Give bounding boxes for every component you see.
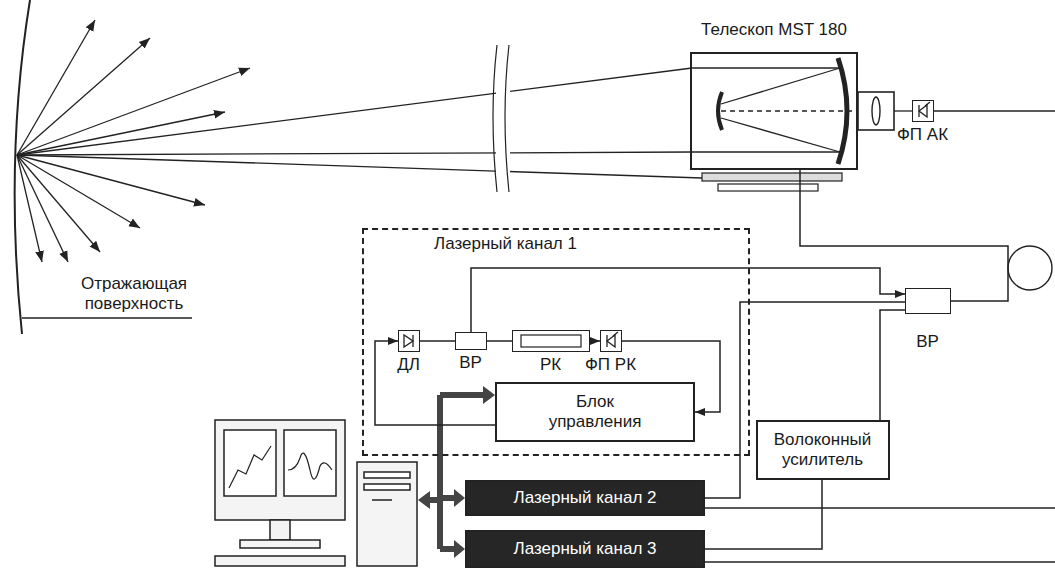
beam-lines bbox=[17, 68, 858, 178]
connector bbox=[705, 480, 822, 549]
reference-cell-inner bbox=[521, 335, 581, 347]
fiber-loop bbox=[1008, 246, 1052, 290]
telescope-box: Телескоп MST 180 bbox=[690, 52, 858, 170]
part-label: ФП РК bbox=[531, 355, 691, 375]
label-holder: Отражающая поверхность bbox=[72, 274, 196, 314]
lens-housing bbox=[858, 92, 894, 130]
computer-icon bbox=[215, 420, 417, 566]
laser-channel-frame: Лазерный канал 1ДЛВРРКФП РКБлок управлен… bbox=[362, 228, 750, 456]
break-gap bbox=[496, 40, 510, 190]
laser-diode-box: ДЛ bbox=[398, 330, 420, 352]
part-label: Телескоп MST 180 bbox=[654, 20, 894, 40]
control-unit-box: Блок управления bbox=[495, 382, 695, 442]
splitter-box: ВР bbox=[455, 332, 487, 350]
laser-channel-box: Лазерный канал 2 bbox=[465, 480, 705, 516]
box-label: Лазерный канал 2 bbox=[514, 488, 657, 508]
primary-mirror bbox=[838, 58, 847, 164]
telescope-mount bbox=[702, 173, 842, 181]
part-label: ВР bbox=[391, 353, 551, 373]
wire bbox=[705, 561, 1055, 562]
wire bbox=[894, 110, 912, 111]
photodiode-symbol bbox=[919, 102, 930, 117]
connector bbox=[705, 302, 905, 498]
laser-channel-box: Лазерный канал 3 bbox=[465, 530, 705, 568]
surface-label: Отражающая поверхность bbox=[72, 274, 196, 314]
box-label: Волоконный усилитель bbox=[765, 430, 881, 470]
finder-scope bbox=[718, 184, 818, 191]
connector bbox=[590, 340, 600, 342]
break-mark bbox=[493, 45, 509, 192]
laser-diode-symbol bbox=[404, 335, 413, 347]
lens bbox=[872, 97, 880, 125]
connector bbox=[471, 268, 905, 332]
scattered-rays bbox=[17, 20, 250, 262]
fiber-amplifier-box: Волоконный усилитель bbox=[756, 420, 890, 480]
reference-cell-box: РК bbox=[512, 330, 590, 352]
wire bbox=[934, 110, 1055, 111]
box-label: Лазерный канал 3 bbox=[514, 539, 657, 559]
connector bbox=[800, 170, 1008, 301]
connector bbox=[487, 340, 512, 342]
connector bbox=[880, 310, 905, 420]
photodiode-symbol bbox=[607, 332, 618, 347]
secondary-mirror bbox=[718, 92, 722, 130]
part-label: ФП АК bbox=[843, 125, 1003, 145]
box-label: Блок управления bbox=[539, 392, 651, 432]
part-label: Лазерный канал 1 bbox=[434, 234, 577, 254]
splitter-box: ВР bbox=[905, 288, 951, 314]
part-label: ВР bbox=[848, 332, 1008, 352]
wire bbox=[705, 507, 1055, 508]
photodiode-box: ФП АК bbox=[912, 100, 934, 122]
connector bbox=[420, 340, 455, 342]
leader-line bbox=[22, 317, 192, 318]
photodiode-box: ФП РК bbox=[600, 330, 622, 352]
